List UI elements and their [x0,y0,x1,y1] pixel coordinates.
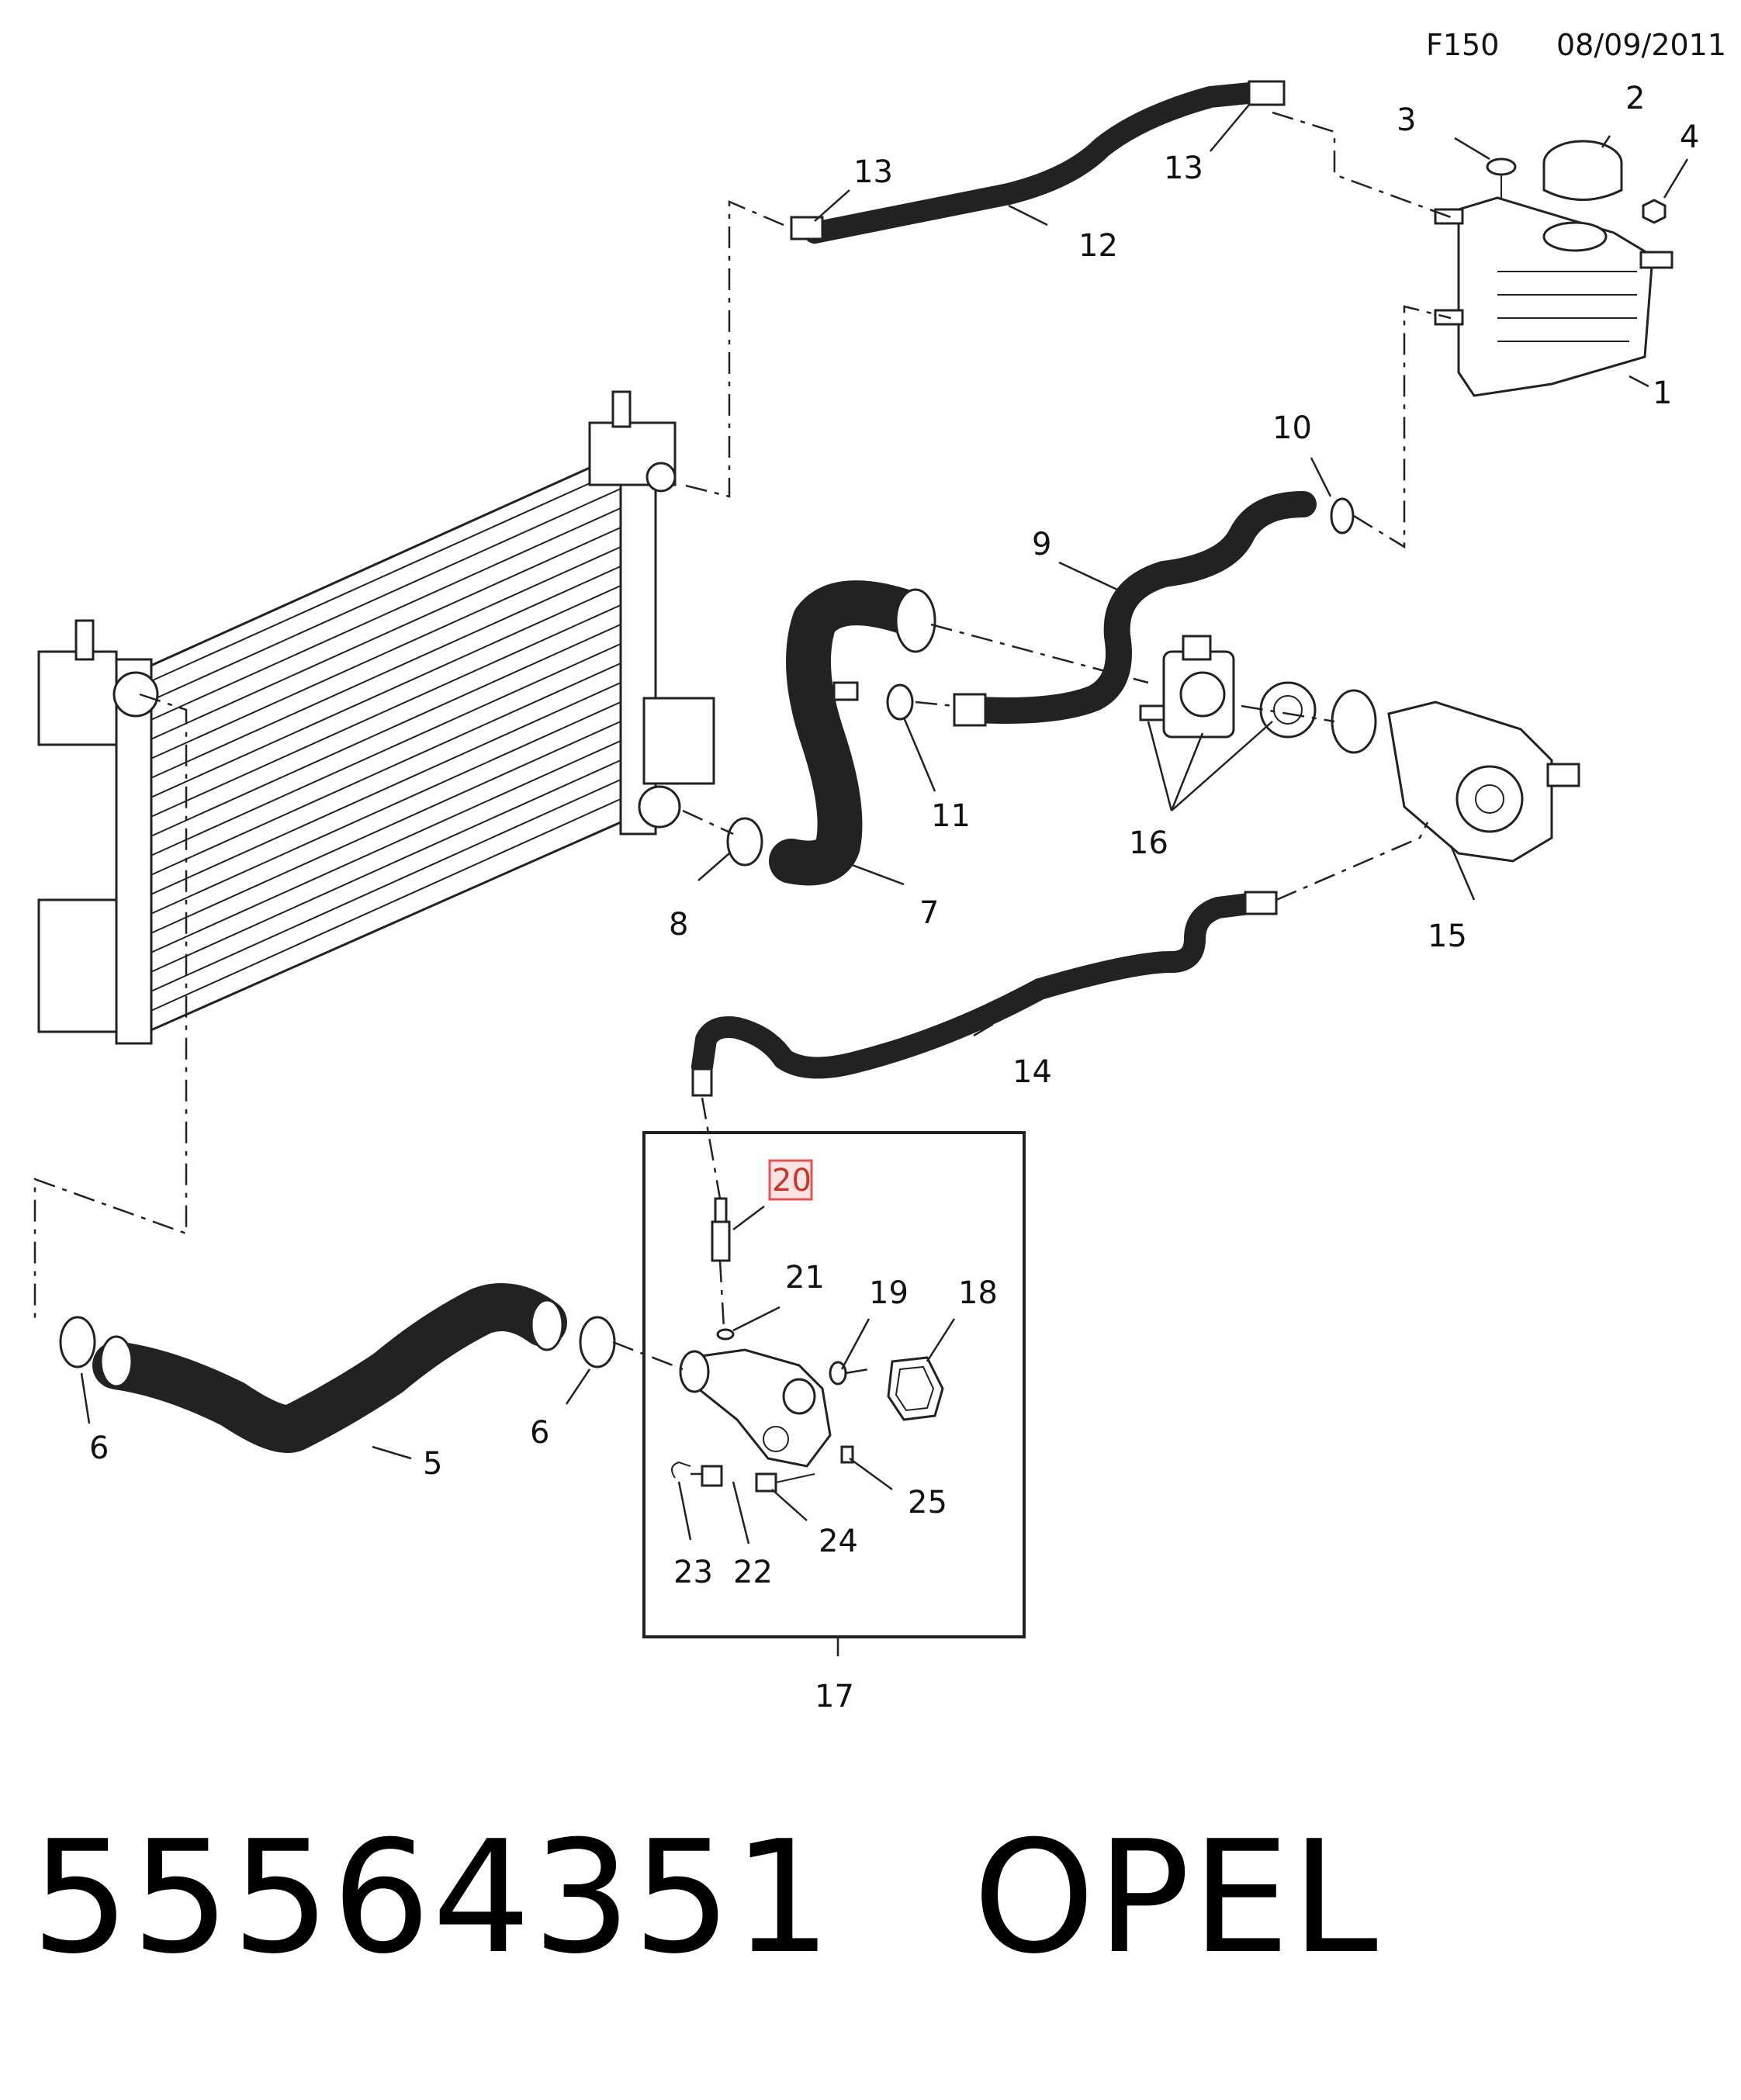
callout-19: 19 [869,1275,909,1311]
heater-hose-14 [691,891,1278,1097]
assembly-lines [33,111,1452,1476]
pump-outlet [1546,763,1580,787]
leader-lines [80,104,1689,1656]
radiator-vent-port [646,462,677,493]
radiator-right-bracket-lower [642,697,715,785]
vent-hose-12 [790,80,1286,244]
clip-23 [671,1461,691,1479]
radiator-left-pin [74,619,95,661]
thermostat-seal [1331,689,1377,754]
callout-1: 1 [1653,375,1672,411]
callout-14: 14 [1012,1054,1052,1090]
water-pump-15 [1387,701,1580,863]
callout-22: 22 [733,1555,773,1590]
radiator-outlet-port [638,785,681,829]
brand-name: OPEL [972,1808,1379,1988]
hose-9-clamp [953,693,987,727]
bleeder-22 [701,1465,723,1487]
gasket-18 [887,1356,944,1421]
callout-18: 18 [958,1275,998,1311]
callout-20: 20 [772,1163,812,1199]
callout-7: 7 [919,895,939,931]
hose-clamp-8 [726,817,763,867]
callout-16: 16 [1129,825,1168,861]
radiator-left-bracket-lower [37,898,118,1033]
outlet-housing-assembly [679,1348,832,1468]
part-footer: 55564351 OPEL [31,1808,1379,1988]
callout-24: 24 [819,1524,858,1559]
hose-12-clamp-left [790,216,824,240]
hose-12-clamp-right [1248,80,1286,106]
diagram-code: F150 [1426,28,1500,62]
hose-clamp-11 [886,683,914,721]
callout-9: 9 [1032,527,1051,562]
tank-filler-neck [1542,221,1608,252]
bolt-24 [755,1472,815,1493]
lower-radiator-hose-5 [92,1283,567,1453]
hose-7-upper-end [895,588,936,653]
hose-clamp-6-right [579,1316,616,1368]
callout-11: 11 [931,798,971,834]
callout-12: 12 [1078,228,1118,264]
callout-21: 21 [785,1260,825,1296]
thermostat-housing-16 [1139,635,1235,739]
hose-5-right-end [530,1299,564,1351]
radiator [37,390,715,1045]
callout-3: 3 [1397,102,1416,138]
assembly-17-box [642,1131,1026,1638]
callout-13-left: 13 [853,154,893,190]
upper-radiator-hose-7 [769,580,936,886]
thermostat-valve [1259,681,1317,739]
callout-8: 8 [669,907,688,943]
callout-10: 10 [1272,410,1312,446]
pressure-cap [1542,140,1623,201]
radiator-fins [147,469,621,1013]
callout-2: 2 [1625,81,1645,116]
radiator-left-tank [115,658,153,1045]
hose-5-left-end [99,1335,133,1388]
callout-15: 15 [1428,919,1467,954]
callout-5: 5 [423,1446,442,1482]
hose-7-branch [832,681,859,701]
radiator-inlet-port [112,671,159,718]
radiator-left-bracket-upper [37,650,118,746]
hose-14-end [691,1067,713,1097]
hose-14-clamp [1244,891,1278,915]
tank-nut-4 [1642,199,1667,224]
callout-20-highlight [768,1159,813,1201]
thermostat-bolt [1139,704,1165,721]
coolant-hose-9 [953,491,1317,727]
callout-4: 4 [1680,119,1699,155]
radiator-right-pin [611,390,632,428]
seal-ring-21 [716,1328,735,1341]
callout-6-left: 6 [89,1431,109,1466]
callout-labels: 1 2 3 4 5 6 6 7 8 9 10 11 12 13 13 14 15… [89,81,1699,1714]
part-number: 55564351 [31,1808,833,1988]
callout-25: 25 [908,1485,947,1521]
callout-17: 17 [815,1679,854,1714]
temperature-sensor-20 [711,1197,731,1262]
callout-6-right: 6 [530,1415,549,1451]
hose-clamp-6-left [59,1316,96,1368]
diagram-date: 08/09/2011 [1556,28,1727,62]
expansion-tank [1434,196,1674,397]
hose-clamp-10 [1330,497,1355,535]
tank-mounting-tab [1639,251,1674,269]
callout-13-right: 13 [1164,150,1203,186]
callout-23: 23 [673,1555,713,1590]
tank-bolt-3 [1486,157,1517,198]
